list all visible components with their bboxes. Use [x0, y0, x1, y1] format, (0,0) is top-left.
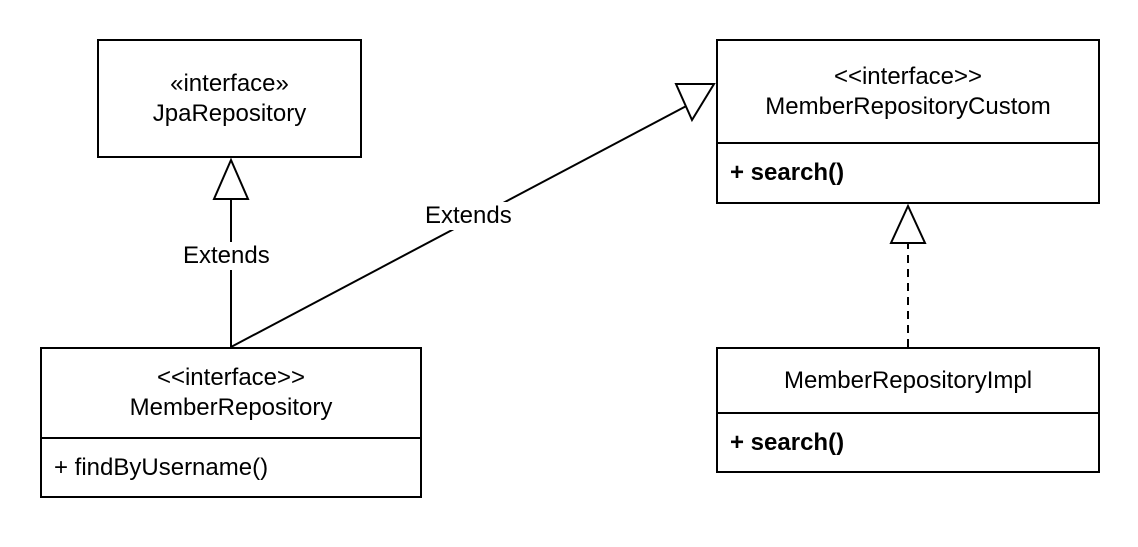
member-repository-impl-box: MemberRepositoryImpl + search() — [716, 347, 1100, 473]
member-repository-header: <<interface>> MemberRepository — [42, 349, 420, 437]
class-name: MemberRepositoryCustom — [765, 92, 1051, 120]
operation-search: + search() — [718, 412, 1098, 471]
stereotype-label: <<interface>> — [156, 364, 306, 391]
operation-find-by-username: + findByUsername() — [42, 437, 420, 496]
jpa-repository-header: «interface» JpaRepository — [99, 41, 360, 156]
member-repository-box: <<interface>> MemberRepository + findByU… — [40, 347, 422, 498]
member-repository-custom-box: <<interface>> MemberRepositoryCustom + s… — [716, 39, 1100, 204]
hollow-triangle-arrowhead-impl — [889, 203, 927, 244]
stereotype-label: «interface» — [170, 69, 289, 97]
jpa-repository-box: «interface» JpaRepository — [97, 39, 362, 158]
member-repository-impl-header: MemberRepositoryImpl — [718, 349, 1098, 412]
extends-label-jpa: Extends — [181, 242, 272, 270]
class-name: MemberRepositoryImpl — [783, 366, 1033, 394]
member-repository-custom-header: <<interface>> MemberRepositoryCustom — [718, 41, 1098, 142]
class-name: MemberRepository — [129, 394, 333, 421]
hollow-triangle-arrowhead-custom — [674, 83, 716, 123]
class-name: JpaRepository — [152, 99, 307, 127]
extends-label-custom: Extends — [423, 202, 514, 230]
hollow-triangle-arrowhead-jpa — [212, 157, 250, 200]
operation-search: + search() — [718, 142, 1098, 202]
stereotype-label: <<interface>> — [833, 62, 983, 90]
